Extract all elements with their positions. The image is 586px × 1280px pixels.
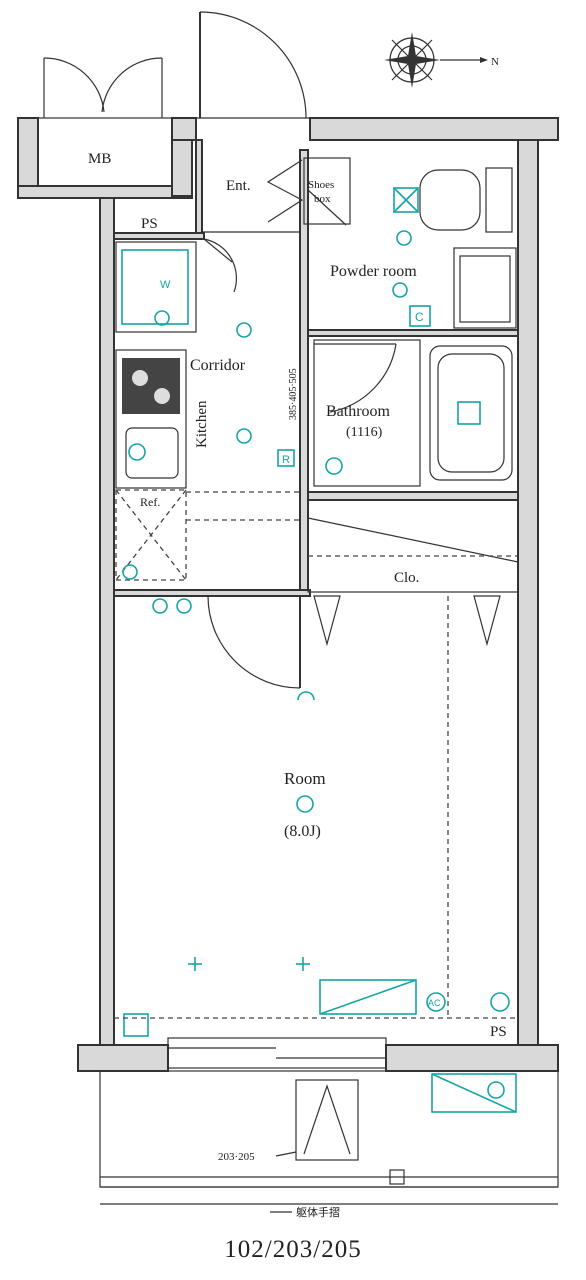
room-door[interactable] xyxy=(207,595,301,689)
compass-north-label: N xyxy=(491,56,499,68)
unit-numbers: 102/203/205 xyxy=(224,1236,362,1263)
washer-w: W xyxy=(160,279,171,291)
closet-label: Clo. xyxy=(394,570,419,586)
stove-icon xyxy=(122,358,180,414)
kitchen-counter xyxy=(115,349,187,489)
ps-top-label: PS xyxy=(141,216,158,232)
exhaust-fan-icon xyxy=(393,187,419,213)
ent-label: Ent. xyxy=(226,178,251,194)
r-box: R xyxy=(282,454,290,466)
air-conditioner xyxy=(319,979,417,1015)
shoes-box-label: Shoes xyxy=(308,179,334,191)
ref-space xyxy=(115,489,187,581)
compass-icon xyxy=(384,32,488,88)
sink-icon xyxy=(125,427,179,479)
c-box: C xyxy=(415,310,424,324)
door-width-note: 385·405·505 xyxy=(288,368,299,420)
corridor-door[interactable] xyxy=(203,238,238,293)
vanity xyxy=(453,247,517,329)
room-label: Room xyxy=(284,769,326,788)
railing-note: 躯体手摺 xyxy=(296,1205,340,1219)
ceiling-light-icon xyxy=(296,795,314,813)
shoes-box-door[interactable] xyxy=(266,159,304,223)
ac-symbol: AC xyxy=(428,998,441,1008)
closet xyxy=(307,499,519,593)
mb-door[interactable] xyxy=(43,57,163,118)
evacuation-hatch xyxy=(295,1079,359,1161)
toilet-icon xyxy=(419,169,481,231)
shoes-box xyxy=(303,157,351,225)
powder-room-door[interactable] xyxy=(307,189,347,226)
washer-space xyxy=(115,241,197,333)
mb-label: MB xyxy=(88,151,111,167)
bathroom-door[interactable] xyxy=(314,343,397,413)
mb-cabinet xyxy=(37,117,173,187)
bathroom-area xyxy=(313,339,421,487)
ref-label: Ref. xyxy=(140,495,160,509)
closet-doors[interactable] xyxy=(313,595,501,647)
entry-door[interactable] xyxy=(196,11,310,119)
outlet-icon-1 xyxy=(188,957,202,971)
ps-bottom-label: PS xyxy=(490,1024,507,1040)
balcony-window[interactable] xyxy=(167,1037,387,1069)
balcony-units-note: 203·205 xyxy=(218,1151,255,1163)
kitchen-label: Kitchen xyxy=(194,400,210,448)
bathroom-size: (1116) xyxy=(346,425,383,440)
room-size: (8.0J) xyxy=(284,823,321,840)
corridor-label: Corridor xyxy=(190,357,246,374)
outlet-icon-2 xyxy=(296,957,310,971)
powder-room-label: Powder room xyxy=(330,263,417,280)
shoes-box-label-2: box xyxy=(314,193,331,205)
bathtub-icon xyxy=(429,345,513,481)
bathroom-label: Bathroom xyxy=(326,403,391,420)
balcony xyxy=(99,1070,559,1188)
outdoor-unit xyxy=(431,1073,517,1113)
